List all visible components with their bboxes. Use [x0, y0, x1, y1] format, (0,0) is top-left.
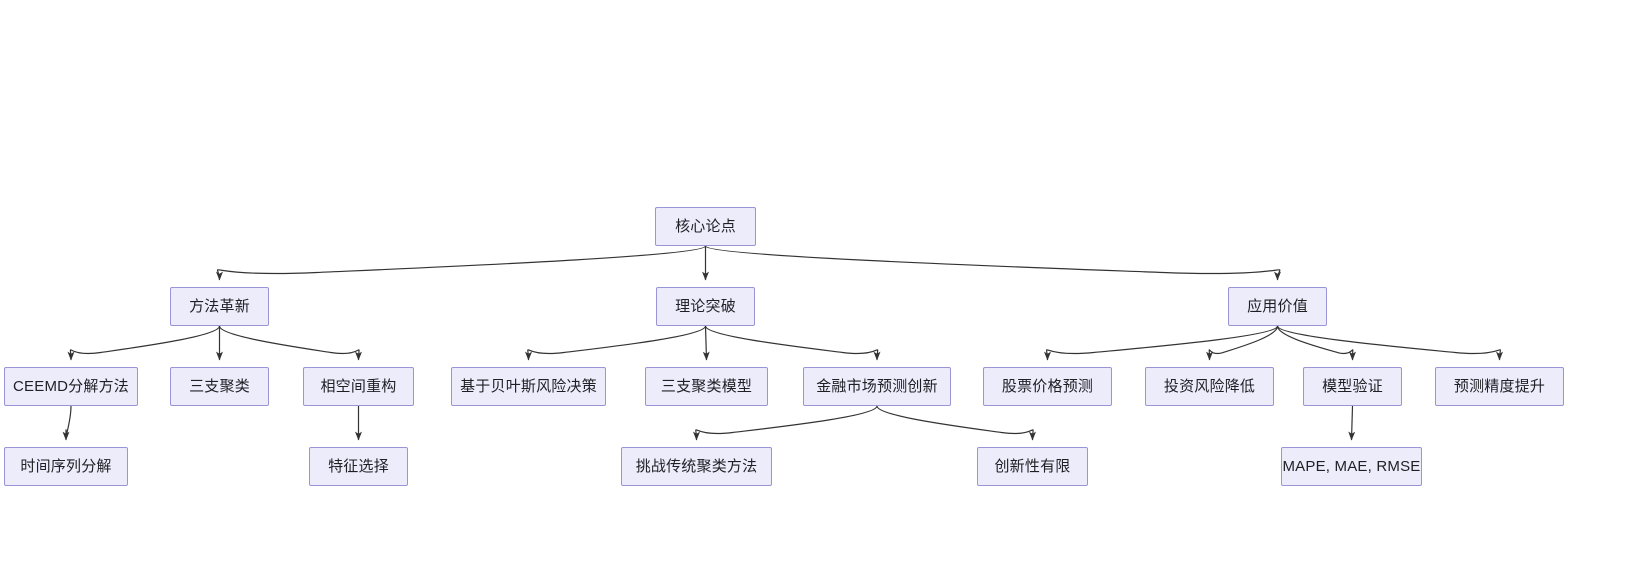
node-label: 应用价值: [1247, 298, 1308, 315]
flowchart-node-d1[interactable]: 时间序列分解: [4, 447, 128, 486]
flowchart-node-c10[interactable]: 预测精度提升: [1435, 367, 1564, 406]
node-label: MAPE, MAE, RMSE: [1282, 458, 1421, 475]
node-label: 核心论点: [675, 218, 736, 235]
node-label: 金融市场预测创新: [816, 378, 938, 395]
flowchart-node-c4[interactable]: 基于贝叶斯风险决策: [451, 367, 606, 406]
flowchart-node-d5[interactable]: MAPE, MAE, RMSE: [1281, 447, 1422, 486]
flowchart-node-root[interactable]: 核心论点: [655, 207, 756, 246]
flowchart-node-c7[interactable]: 股票价格预测: [983, 367, 1112, 406]
flowchart-node-c2[interactable]: 三支聚类: [170, 367, 269, 406]
flowchart-node-c6[interactable]: 金融市场预测创新: [803, 367, 951, 406]
node-label: 时间序列分解: [20, 458, 112, 475]
flowchart-node-c3[interactable]: 相空间重构: [303, 367, 414, 406]
node-label: CEEMD分解方法: [13, 378, 129, 395]
flowchart-node-c8[interactable]: 投资风险降低: [1145, 367, 1274, 406]
node-label: 三支聚类: [189, 378, 250, 395]
node-label: 方法革新: [189, 298, 250, 315]
node-label: 股票价格预测: [1001, 378, 1094, 395]
node-label: 三支聚类模型: [660, 378, 753, 395]
node-label: 理论突破: [675, 298, 736, 315]
flowchart-node-c5[interactable]: 三支聚类模型: [645, 367, 768, 406]
flowchart-node-d3[interactable]: 挑战传统聚类方法: [621, 447, 772, 486]
node-label: 创新性有限: [994, 458, 1071, 475]
flowchart-node-branch1[interactable]: 方法革新: [170, 287, 269, 326]
flowchart-node-c1[interactable]: CEEMD分解方法: [4, 367, 138, 406]
flowchart-node-d4[interactable]: 创新性有限: [977, 447, 1088, 486]
flowchart-node-branch3[interactable]: 应用价值: [1228, 287, 1327, 326]
node-label: 模型验证: [1322, 378, 1383, 395]
node-label: 投资风险降低: [1163, 378, 1256, 395]
node-label: 挑战传统聚类方法: [635, 458, 758, 475]
flowchart-node-c9[interactable]: 模型验证: [1303, 367, 1402, 406]
node-label: 相空间重构: [320, 378, 397, 395]
node-label: 基于贝叶斯风险决策: [460, 378, 597, 395]
flowchart-node-branch2[interactable]: 理论突破: [656, 287, 755, 326]
node-label: 特征选择: [328, 458, 389, 475]
flowchart-node-d2[interactable]: 特征选择: [309, 447, 408, 486]
node-label: 预测精度提升: [1453, 378, 1546, 395]
